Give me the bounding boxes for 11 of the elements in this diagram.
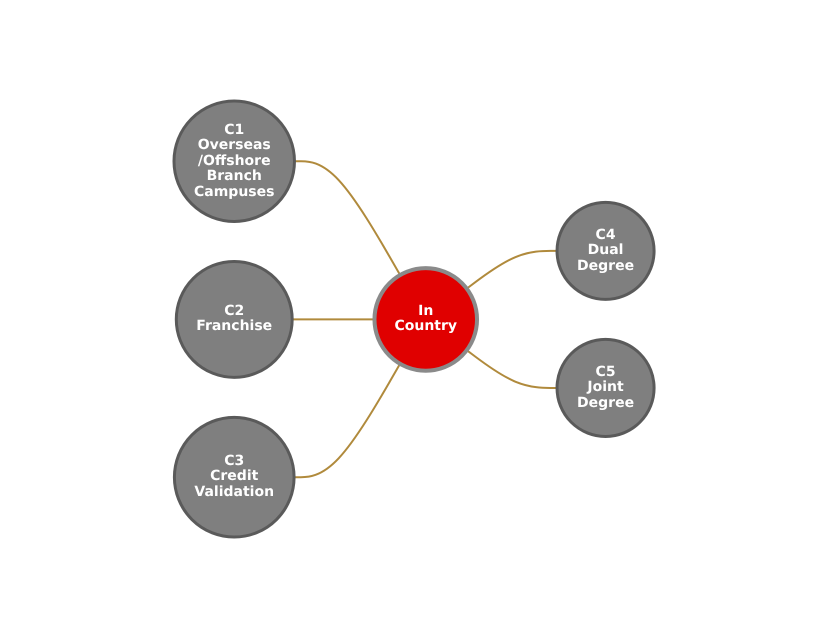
connector	[294, 160, 401, 276]
node-circle: C4 Dual Degree	[555, 201, 656, 302]
connector	[466, 250, 557, 290]
connector	[294, 364, 401, 479]
node-circle: C5 Joint Degree	[555, 338, 656, 438]
node-circle: C3 Credit Validation	[172, 416, 296, 540]
connector	[466, 350, 557, 390]
connector	[292, 318, 374, 321]
node-circle: In Country	[372, 266, 479, 374]
node-circle: C1 Overseas /Offshore Branch Campuses	[172, 100, 296, 224]
node-circle: C2 Franchise	[174, 260, 294, 380]
